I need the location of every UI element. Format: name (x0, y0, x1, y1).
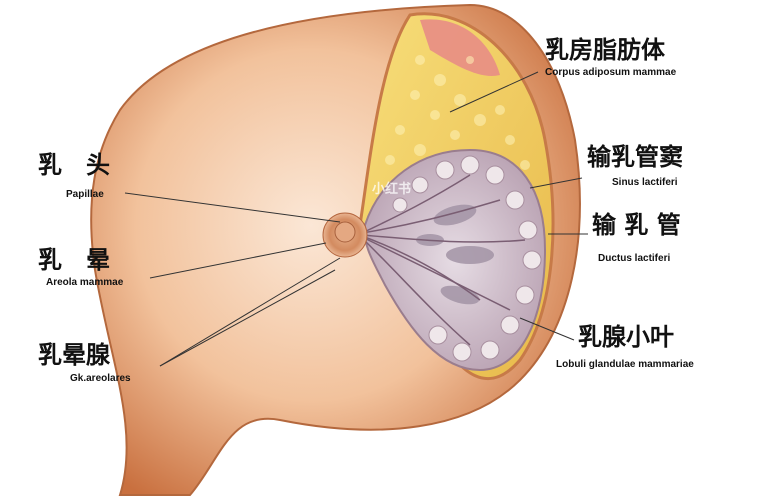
label-duct-zh: 输 乳 管 (592, 211, 681, 239)
label-areolar-glands-zh: 乳晕腺 (38, 341, 110, 369)
label-nipple-la: Papillae (66, 189, 104, 200)
lobules-texture (392, 155, 542, 362)
watermark: 小红书 (372, 181, 412, 196)
label-duct-la: Ductus lactiferi (598, 253, 671, 264)
label-sinus-zh: 输乳管窦 (587, 143, 683, 171)
label-sinus-la: Sinus lactiferi (612, 177, 678, 188)
label-lobules-la: Lobuli glandulae mammariae (556, 359, 694, 370)
fat-pink-layer (420, 19, 500, 76)
leader-lines (124, 71, 588, 367)
label-lobules-zh: 乳腺小叶 (578, 323, 674, 351)
nipple (334, 221, 356, 243)
lactiferous-ducts (361, 174, 526, 346)
label-areolar-glands-la: Gk.areolares (70, 373, 131, 384)
label-fat-zh: 乳房脂肪体 (545, 36, 665, 64)
label-areola-la: Areola mammae (46, 277, 124, 288)
label-nipple-zh: 乳 头 (38, 151, 110, 179)
label-fat-la: Corpus adiposum mammae (545, 67, 677, 78)
label-areola-zh: 乳 晕 (38, 246, 110, 274)
